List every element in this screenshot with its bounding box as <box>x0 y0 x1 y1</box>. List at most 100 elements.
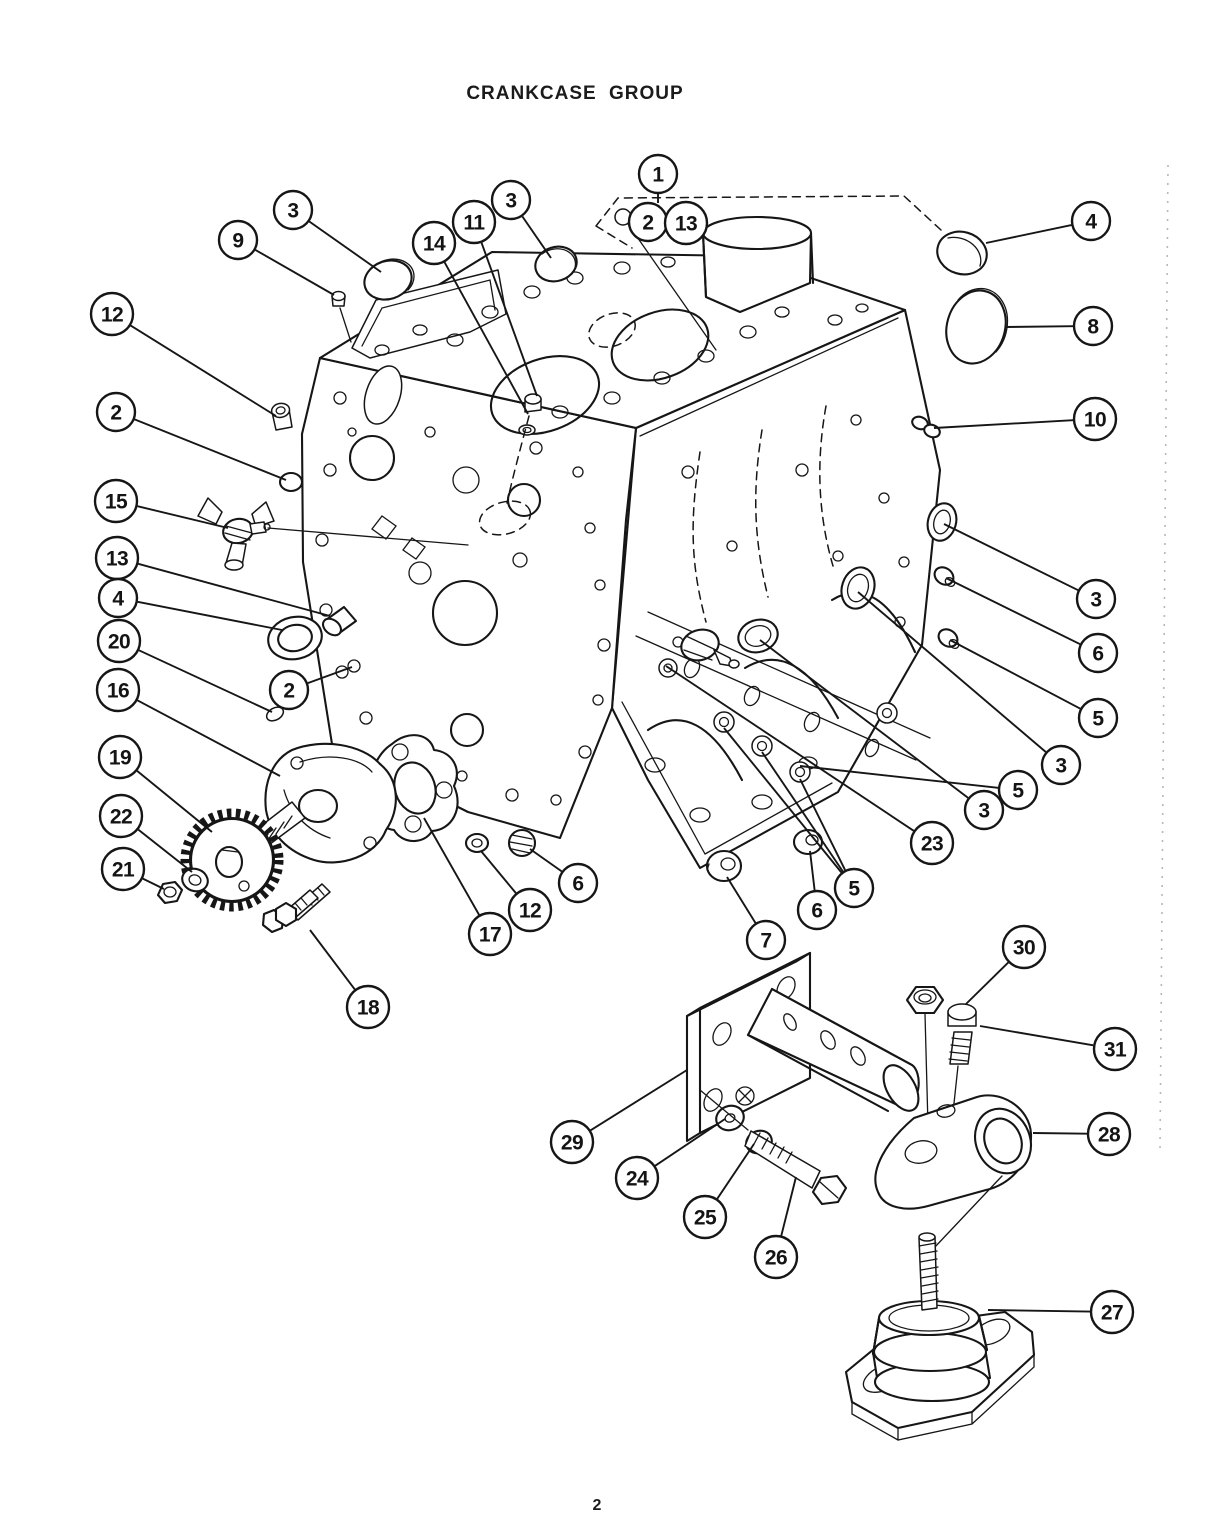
cup-plug-3b <box>534 245 578 283</box>
callout-number: 4 <box>1085 211 1097 234</box>
leader-line <box>1005 325 1074 328</box>
callout-24-40: 24 <box>614 1118 726 1201</box>
callout-number: 12 <box>101 304 123 327</box>
callout-25-41: 25 <box>682 1143 755 1240</box>
callout-3-4: 3 <box>490 179 552 259</box>
callout-7-26: 7 <box>726 876 787 961</box>
callout-number: 21 <box>112 859 135 882</box>
callout-balloon <box>833 867 875 909</box>
leader-line <box>443 261 529 415</box>
callout-number: 15 <box>105 491 128 514</box>
callout-9-5: 9 <box>217 219 335 296</box>
callout-30-36: 30 <box>965 924 1047 1005</box>
callout-31-37: 31 <box>979 1025 1138 1072</box>
leader-line <box>254 249 335 296</box>
callout-13-14: 13 <box>94 535 331 617</box>
clamp-28 <box>874 1094 1033 1210</box>
callout-13-2: 13 <box>663 200 709 246</box>
leader-line <box>1032 1132 1088 1135</box>
callout-balloon <box>1077 697 1119 739</box>
callout-number: 8 <box>1087 316 1099 339</box>
callout-14-6: 14 <box>411 220 529 415</box>
callout-2-1: 2 <box>627 201 669 243</box>
callout-number: 5 <box>1012 780 1024 803</box>
cup-plug-3a <box>363 258 415 301</box>
washer-22 <box>181 867 209 893</box>
callout-26-42: 26 <box>753 1176 799 1280</box>
callout-3-3: 3 <box>272 189 382 273</box>
callout-12-10: 12 <box>89 291 277 417</box>
callout-number: 3 <box>287 200 298 223</box>
leader-line <box>780 1176 797 1236</box>
callout-number: 5 <box>1092 708 1104 731</box>
callout-balloon <box>96 618 142 664</box>
callout-number: 3 <box>505 190 516 213</box>
callout-balloon <box>682 1194 728 1240</box>
callout-balloon <box>490 179 532 221</box>
leader-line <box>138 649 273 713</box>
callout-balloon <box>1086 1111 1132 1157</box>
callout-8-9: 8 <box>1005 305 1114 347</box>
callout-number: 13 <box>106 548 128 571</box>
callout-22-20: 22 <box>98 793 193 873</box>
callout-balloon <box>272 189 314 231</box>
bottom-plugs <box>464 828 824 883</box>
callout-27-43: 27 <box>987 1289 1135 1335</box>
callout-balloon <box>411 220 457 266</box>
callout-2-11: 2 <box>95 391 287 481</box>
leader-line <box>857 591 1047 753</box>
callout-1-0: 1 <box>637 153 679 203</box>
callout-16-17: 16 <box>95 667 281 777</box>
callout-balloon <box>345 984 391 1030</box>
leader-line <box>933 419 1074 429</box>
leader-line <box>590 1069 688 1132</box>
leader-line <box>759 639 969 799</box>
leader-line <box>726 876 757 924</box>
page-title: CRANKCASE GROUP <box>466 83 684 104</box>
callout-number: 23 <box>921 833 943 856</box>
cup-plug-8 <box>945 287 1009 365</box>
leader-line <box>136 699 281 777</box>
bolt-26 <box>744 1130 848 1206</box>
leader-line <box>987 1309 1091 1313</box>
leader-line <box>799 778 846 871</box>
callout-balloon <box>467 911 513 957</box>
callout-number: 7 <box>760 930 771 953</box>
callout-18-22: 18 <box>309 929 391 1030</box>
leader-line <box>809 850 816 891</box>
leader-line <box>307 666 353 684</box>
seal-4 <box>267 615 323 661</box>
callout-balloon <box>1077 632 1119 674</box>
callout-number: 10 <box>1084 409 1106 432</box>
page-number: 2 <box>592 1497 602 1514</box>
callout-number: 14 <box>423 233 446 256</box>
oil-pump-group <box>156 734 459 934</box>
callout-number: 6 <box>1092 643 1103 666</box>
callout-5-28: 5 <box>723 727 875 909</box>
leader-line <box>985 224 1072 244</box>
callout-number: 3 <box>1090 589 1101 612</box>
leader-line <box>137 828 193 873</box>
leader-line <box>130 324 277 417</box>
callout-number: 3 <box>978 800 989 823</box>
pin-9 <box>331 290 352 343</box>
callout-number: 31 <box>1104 1039 1127 1062</box>
leader-line <box>965 961 1009 1005</box>
callout-number: 2 <box>283 680 294 703</box>
callout-balloon <box>963 789 1005 831</box>
callout-balloon <box>745 919 787 961</box>
leader-line <box>949 639 1081 710</box>
plug-2-left <box>278 471 304 493</box>
leader-line <box>134 418 287 481</box>
callout-6-27: 6 <box>796 850 838 931</box>
callout-balloon <box>1001 924 1047 970</box>
leader-line <box>529 848 563 873</box>
callout-balloon <box>100 846 146 892</box>
leader-line <box>137 562 331 617</box>
callout-28-38: 28 <box>1032 1111 1132 1157</box>
callout-balloon <box>451 199 497 245</box>
leader-line <box>423 817 480 916</box>
mount-group <box>685 951 1036 1441</box>
